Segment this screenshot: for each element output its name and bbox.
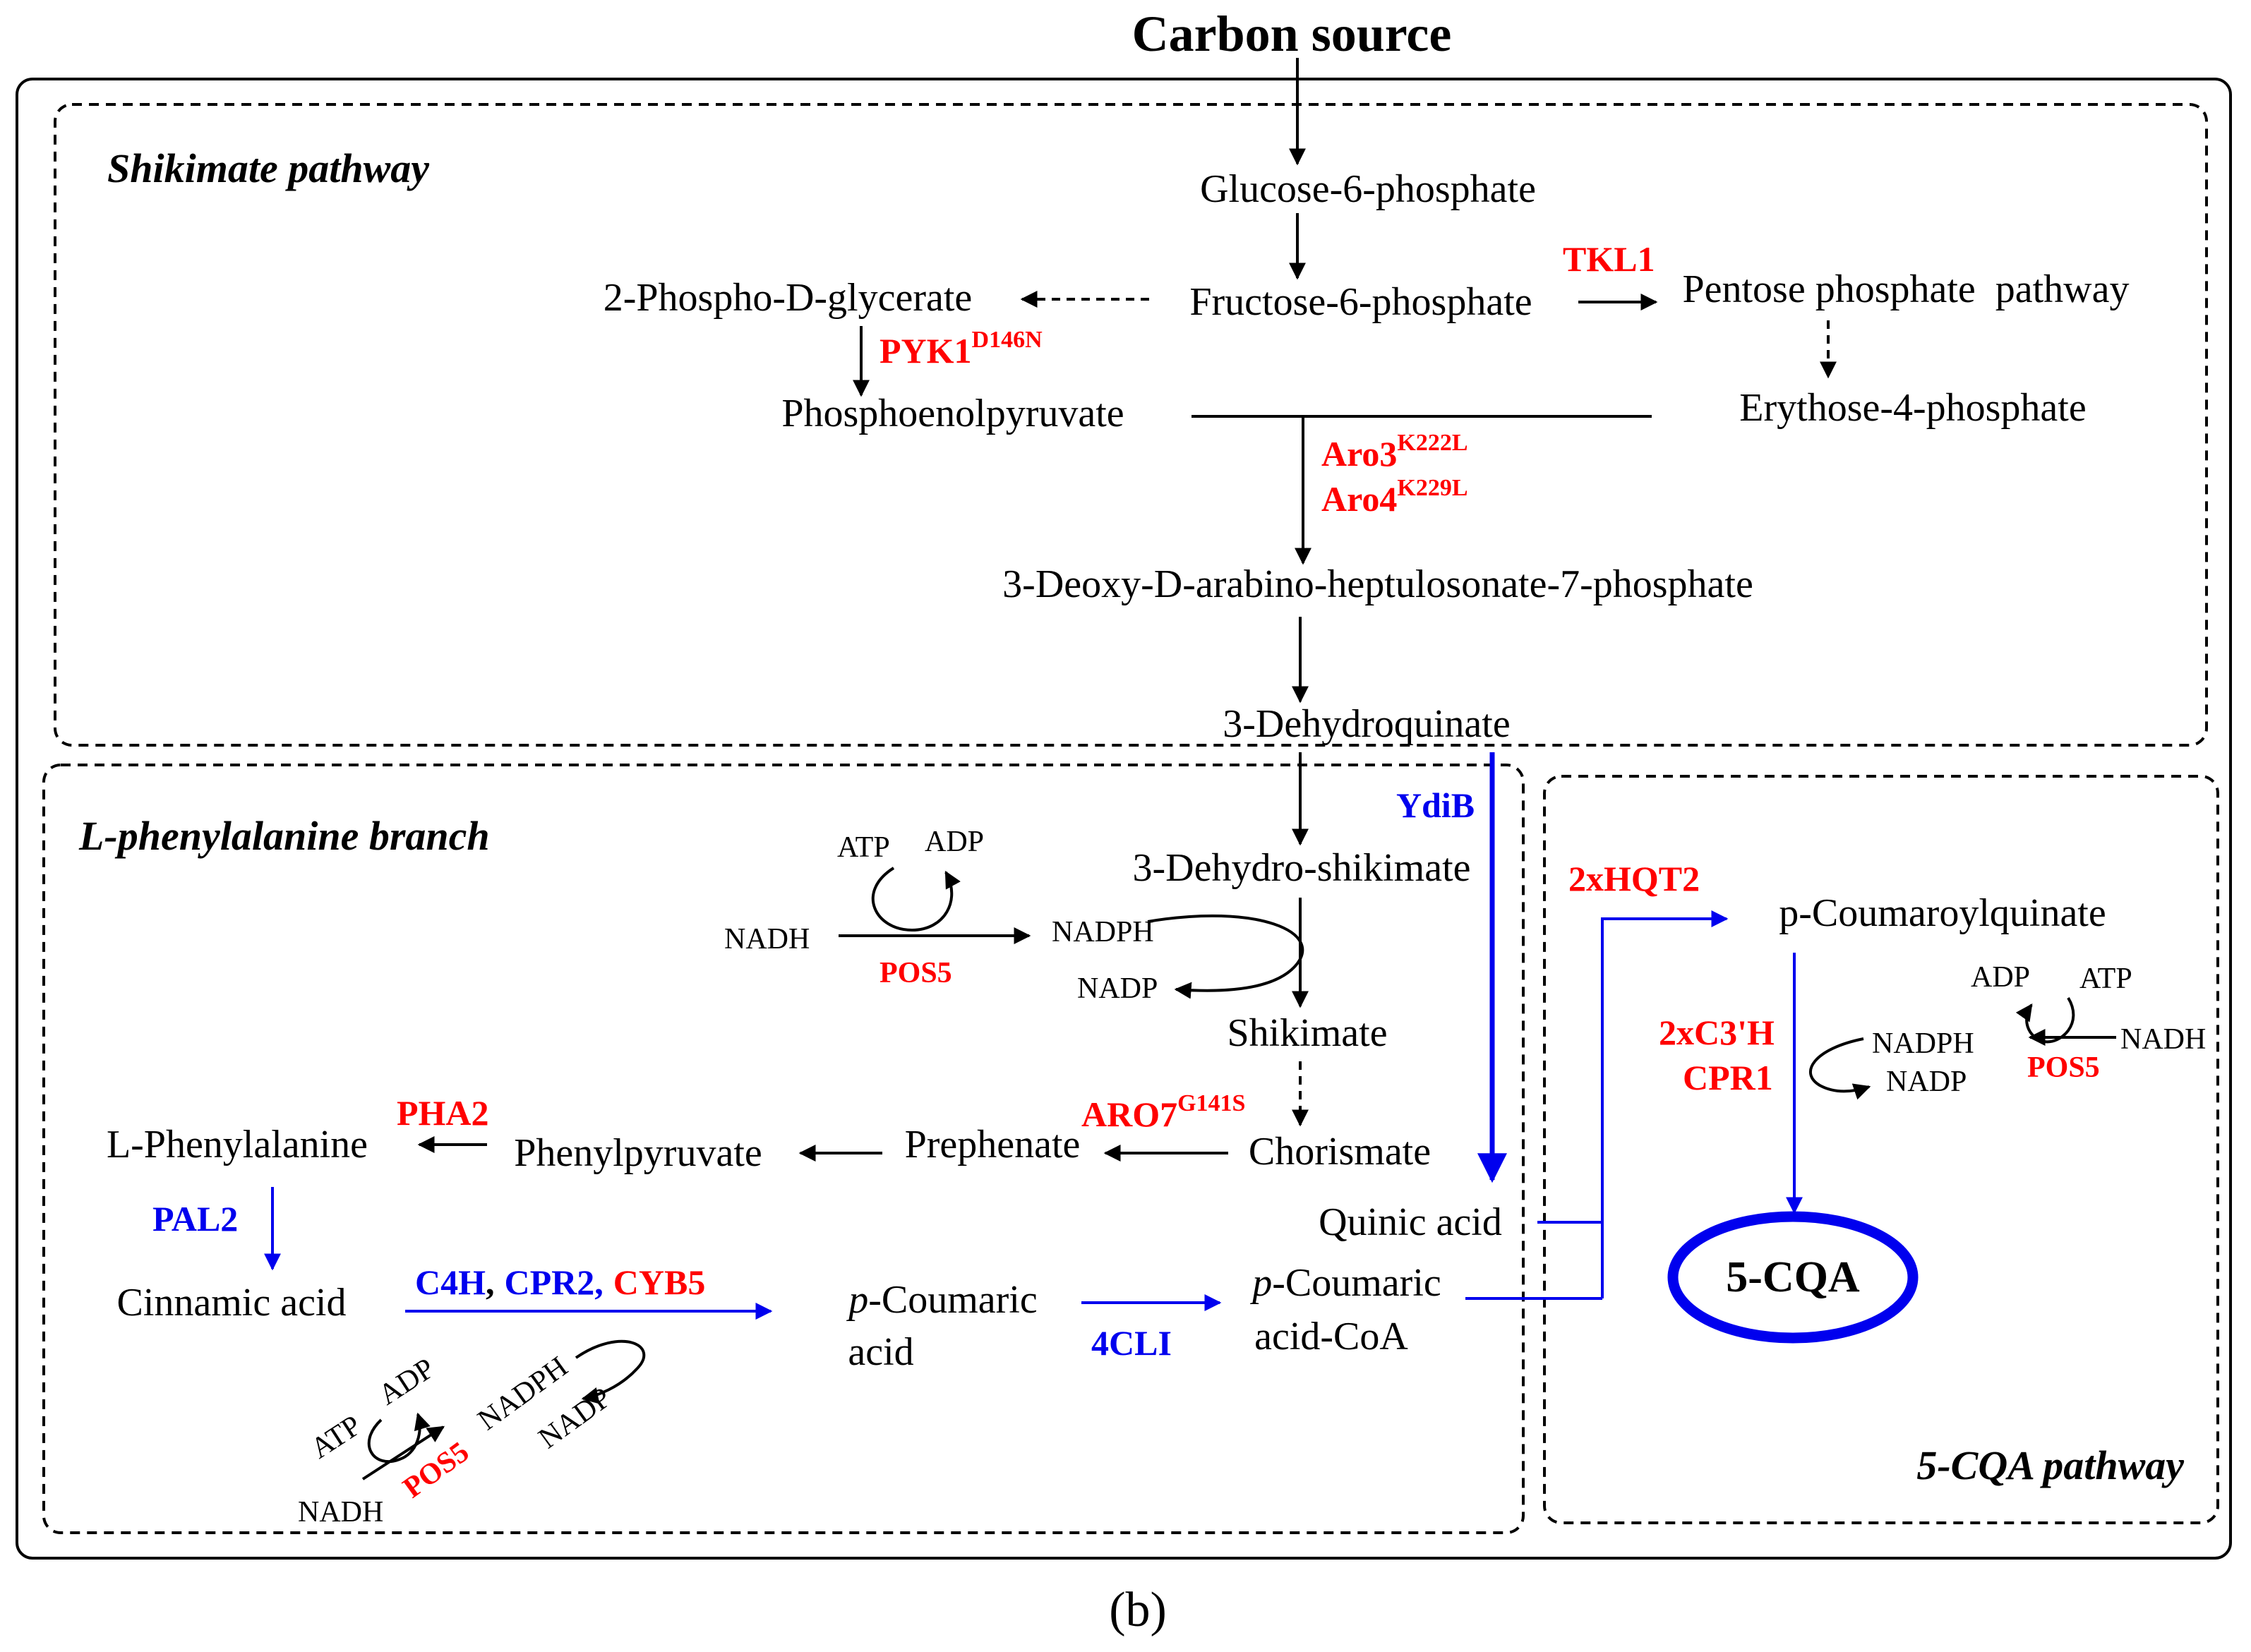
cqa-panel-title: 5-CQA pathway	[1916, 1442, 2184, 1488]
metabolite-g6p: Glucose-6-phosphate	[1200, 167, 1536, 211]
enzyme-aro7: ARO7G141S	[1081, 1090, 1245, 1134]
cofactor-nadph-3: NADPH	[1872, 1027, 1974, 1060]
metabolite-dhq: 3-Dehydroquinate	[1223, 702, 1510, 746]
nadph-consumption-loop-1	[1147, 914, 1304, 999]
cofactor-atp-1: ATP	[837, 831, 890, 864]
metabolite-dahp: 3-Deoxy-D-arabino-heptulosonate-7-phosph…	[1002, 562, 1753, 606]
pos5-cycle-c4h: ATP ADP NADH POS5 NADPH NADP	[298, 1339, 646, 1529]
nadph-consumption-loop-3	[1808, 1037, 1871, 1100]
shikimate-panel	[54, 103, 2208, 747]
enzyme-aro4: Aro4K229L	[1321, 475, 1468, 519]
enzyme-aro3: Aro3K222L	[1321, 430, 1468, 474]
enzyme-c3h: 2xC3'H	[1659, 1013, 1775, 1052]
arrow-hqt2-to-pcq	[1601, 910, 1729, 1298]
atp-adp-loop-1	[871, 867, 961, 932]
atp-adp-loop-3	[2015, 996, 2075, 1044]
cofactor-nadh-1: NADH	[724, 923, 810, 955]
metabolite-pcoumaroyl-coa: p-Coumaric	[1249, 1261, 1441, 1305]
enzyme-pal2: PAL2	[152, 1199, 238, 1238]
atp-adp-loop-2	[367, 1412, 431, 1464]
cofactor-adp-2: ADP	[373, 1352, 440, 1411]
cqa-panel	[1543, 775, 2219, 1524]
metabolite-lphe: L-Phenylalanine	[107, 1123, 368, 1166]
shikimate-panel-title: Shikimate pathway	[107, 145, 429, 191]
metabolite-pcoumaric: p-Coumaric	[846, 1278, 1037, 1322]
cofactor-atp-2: ATP	[305, 1409, 367, 1465]
product-cqa: 5-CQA	[1726, 1253, 1860, 1301]
enzyme-pos5-2: POS5	[397, 1436, 475, 1505]
metabolite-e4p: Erythose-4-phosphate	[1739, 386, 2086, 430]
enzyme-pha2: PHA2	[397, 1093, 489, 1133]
enzyme-pos5-3: POS5	[2027, 1051, 2100, 1084]
cofactor-nadp-1: NADP	[1077, 972, 1158, 1005]
enzyme-pyk1: PYK1D146N	[880, 327, 1043, 370]
product-cqa-ellipse	[1667, 1211, 1919, 1344]
enzyme-ydib: YdiB	[1396, 785, 1475, 825]
metabolite-f6p: Fructose-6-phosphate	[1189, 280, 1532, 324]
metabolite-pcoumaroyl-coa-line2: acid-CoA	[1254, 1315, 1408, 1358]
enzyme-pos5-1: POS5	[880, 957, 952, 989]
metabolite-pcoumaroylquinate: p-Coumaroylquinate	[1779, 891, 2106, 935]
metabolite-chorismate: Chorismate	[1249, 1130, 1431, 1174]
figure-caption: (b)	[1109, 1583, 1167, 1637]
enzyme-tkl1: TKL1	[1563, 239, 1655, 279]
cofactor-atp-3: ATP	[2079, 963, 2132, 995]
outer-frame	[16, 78, 2232, 1560]
cofactor-nadh-2: NADH	[298, 1496, 383, 1529]
metabolite-cinnamic: Cinnamic acid	[116, 1281, 346, 1325]
phenylalanine-panel-title: L-phenylalanine branch	[78, 813, 490, 859]
page-title: Carbon source	[1132, 6, 1452, 62]
nadph-consumption-loop-2	[575, 1339, 646, 1404]
metabolite-pep: Phosphoenolpyruvate	[781, 392, 1124, 435]
metabolite-dhs: 3-Dehydro-shikimate	[1133, 846, 1471, 890]
metabolite-ppp: Pentose phosphate pathway	[1683, 267, 2130, 311]
enzyme-c4h-cpr2-cyb5: C4H,CPR2,CYB5	[415, 1262, 705, 1302]
cofactor-adp-1: ADP	[925, 826, 984, 858]
enzyme-4cli: 4CLI	[1091, 1323, 1172, 1363]
metabolite-prephenate: Prephenate	[905, 1123, 1081, 1166]
metabolite-phenylpyruvate: Phenylpyruvate	[514, 1131, 762, 1175]
cofactor-nadp-3: NADP	[1886, 1066, 1967, 1098]
phenylalanine-panel	[42, 764, 1525, 1534]
metabolite-pcoumaric-line2: acid	[848, 1330, 913, 1374]
cofactor-adp-3: ADP	[1971, 961, 2030, 994]
arrow-nadh-to-nadph-2	[361, 1425, 445, 1481]
enzyme-hqt2: 2xHQT2	[1568, 859, 1700, 898]
cofactor-nadh-3: NADH	[2120, 1023, 2206, 1056]
metabolite-shikimate: Shikimate	[1227, 1011, 1387, 1055]
metabolite-pdg: 2-Phospho-D-glycerate	[604, 276, 973, 320]
enzyme-cpr1: CPR1	[1683, 1058, 1773, 1097]
cofactor-nadph-1: NADPH	[1052, 916, 1154, 948]
metabolite-quinic-acid: Quinic acid	[1319, 1200, 1502, 1244]
